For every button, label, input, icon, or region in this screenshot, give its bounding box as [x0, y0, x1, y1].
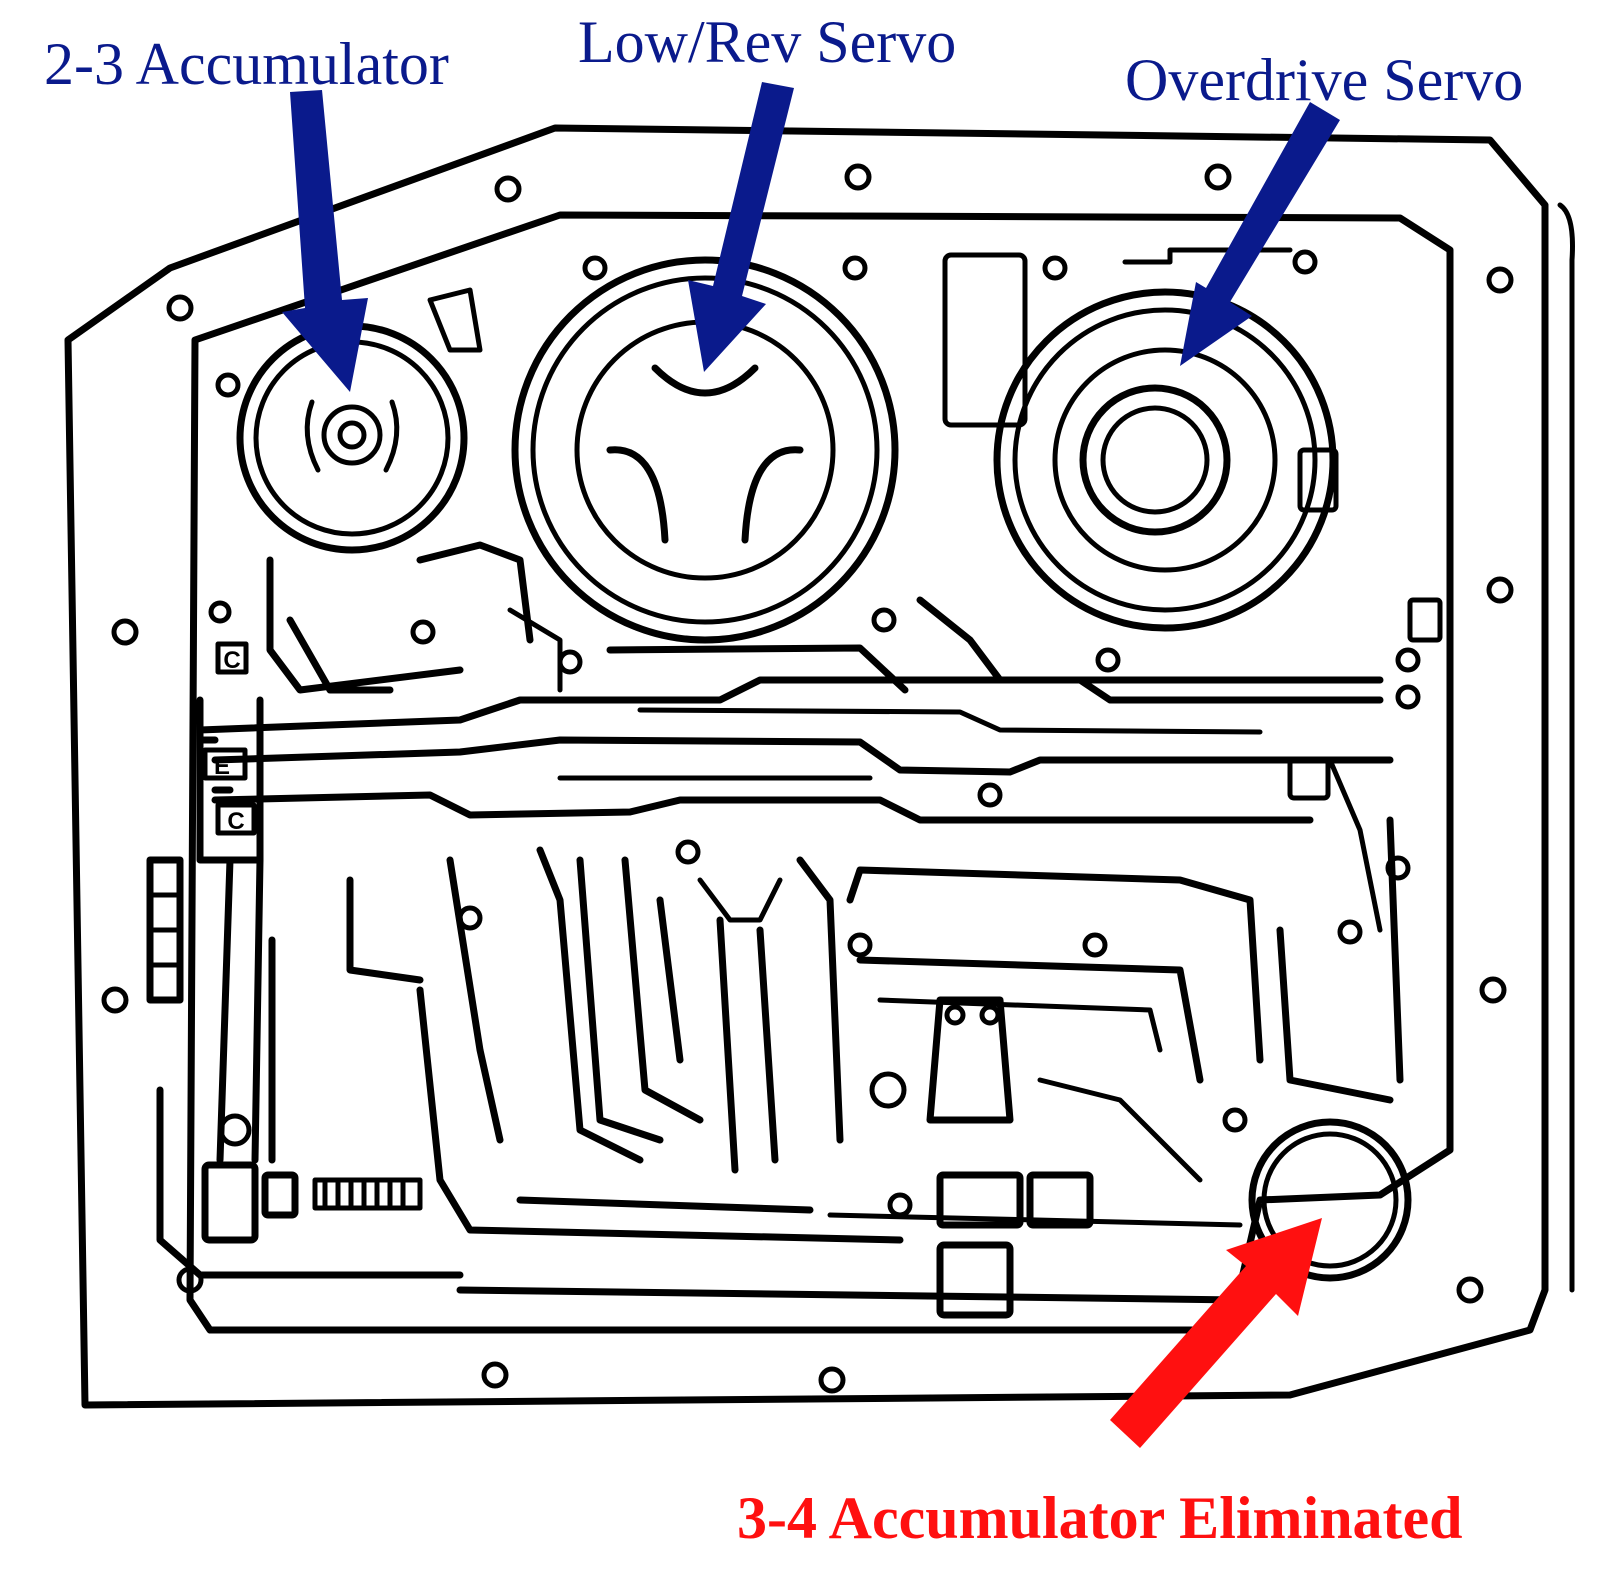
label-2-3-accumulator: 2-3 Accumulator: [44, 31, 449, 97]
valve-body-outline: [186, 211, 1454, 1334]
arrow-2-3-accumulator: [282, 90, 368, 392]
shift-valve-assembly: [869, 996, 1203, 1319]
arrows: [282, 82, 1340, 1448]
arrow-low-rev-servo: [688, 82, 794, 372]
gasket-outline: [64, 124, 1549, 1409]
manual-valve-linkage: [146, 856, 464, 1279]
arrow-overdrive-servo: [1180, 102, 1340, 366]
label-low-rev-servo: Low/Rev Servo: [578, 9, 957, 75]
stamp-mark-1: C: [223, 647, 240, 674]
bolt-holes: [101, 163, 1514, 1394]
stamped-marks: C E C: [202, 641, 257, 836]
stamp-mark-3: C: [227, 808, 244, 835]
label-3-4-accumulator-eliminated: 3-4 Accumulator Eliminated: [737, 1485, 1463, 1551]
fluid-passages: [196, 247, 1443, 1304]
arrow-3-4-accumulator: [1110, 1218, 1322, 1448]
gasket-right-edge: [1557, 202, 1575, 1293]
accumulator-3-4-bore: [1248, 1118, 1412, 1282]
stamp-mark-2: E: [214, 753, 230, 780]
overdrive-servo-bore: [993, 288, 1337, 632]
label-overdrive-servo: Overdrive Servo: [1125, 47, 1524, 113]
